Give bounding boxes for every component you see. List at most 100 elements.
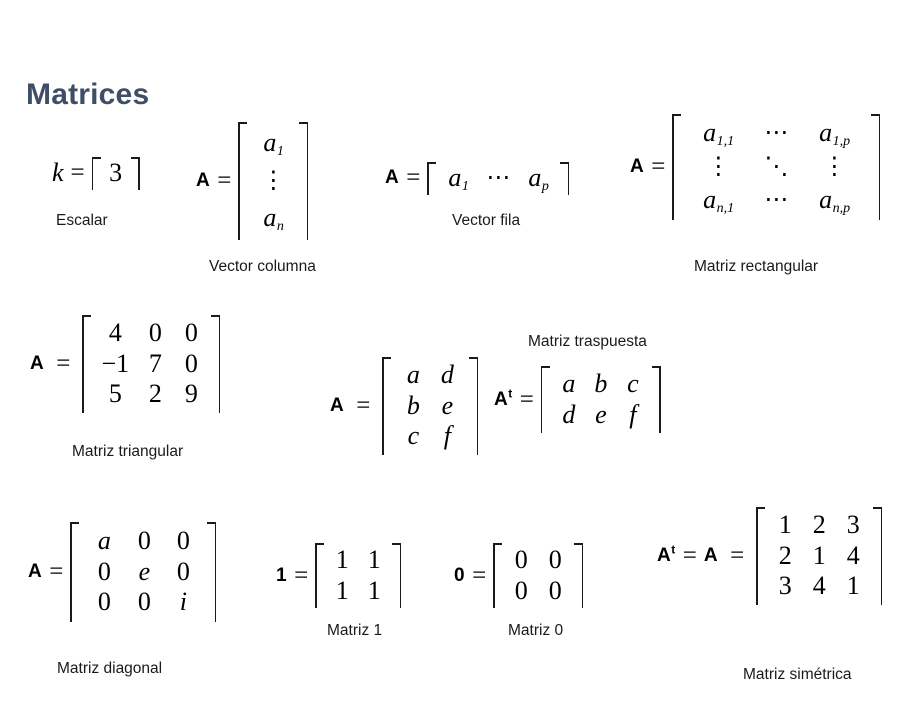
cell: e [138,556,151,586]
cell: 0 [137,587,151,617]
cell: ap [528,163,549,194]
symmetric-label-transpose: At [657,542,676,566]
zeros-matrix: 0 0 0 0 [493,541,584,610]
transpose-result-equals: = [519,385,534,413]
cell: 1 [846,571,860,601]
bracket-right-icon [392,543,402,609]
cell: 4 [846,540,860,570]
cell: 9 [184,379,198,409]
cell-diagonal-dots: ⋱ [764,153,789,180]
table-row: 3 4 1 [768,571,870,602]
cell: a1,p [819,118,851,149]
triangular-equals: = [56,350,71,377]
caption-matriz-triangular: Matriz triangular [72,443,184,460]
figure-transpose-result: At = a b c d e f [494,364,661,435]
cell: f [629,399,637,429]
cell: c [407,421,420,451]
cell: ⋮ [706,153,731,180]
cell: 7 [148,348,162,378]
zeros-equals: = [472,561,487,589]
bracket-left-icon [238,122,248,240]
bracket-left-icon [493,543,503,609]
table-row: b e [396,391,464,422]
table-row: 5 2 9 [94,379,208,410]
bracket-right-icon [299,122,309,240]
column-vector-label: A [196,169,211,191]
figure-scalar: k = 3 [52,155,140,192]
cell: 0 [97,556,111,586]
ones-matrix: 1 1 1 1 [315,541,402,610]
figure-symmetric: At = A = 1 2 3 2 1 4 3 4 1 [657,505,883,607]
transpose-result-label: At [494,386,513,410]
rectangular-matrix: a1,1 ⋯ a1,p ⋮ ⋱ ⋮ an,1 ⋯ an,p [672,112,881,222]
symmetric-equals-2: = [730,542,745,569]
cell: −1 [101,348,130,378]
zeros-rows: 0 0 0 0 [502,543,574,608]
row-vector-matrix: a1 ⋯ ap [427,160,570,197]
table-row: 0 0 [504,545,572,576]
cell: 0 [514,545,528,574]
figure-ones: 1 = 1 1 1 1 [276,541,402,610]
bracket-right-icon [211,315,221,414]
table-row: 0 e 0 [84,557,202,588]
cell: a1,1 [703,118,735,149]
cell: a [406,360,420,389]
triangular-label: A [30,353,45,374]
bracket-right-icon [560,162,570,195]
ones-label: 1 [276,564,288,586]
bracket-left-icon [756,507,766,606]
cell: 0 [548,545,562,574]
caption-escalar: Escalar [56,212,108,229]
caption-matriz-diagonal: Matriz diagonal [57,660,163,677]
bracket-left-icon [70,522,80,623]
cell: 4 [812,571,826,601]
table-row: −1 7 0 [94,349,208,380]
diagonal-label: A [28,561,43,582]
bracket-right-icon [469,357,479,456]
table-row: ⋮ [255,159,291,203]
cell: 1 [812,540,826,570]
cell: 0 [514,575,528,605]
table-row: 0 0 [504,576,572,607]
scalar-rows: 3 [101,157,131,190]
scalar-label: k [52,158,64,188]
bracket-left-icon [382,357,392,456]
figure-zeros: 0 = 0 0 0 0 [454,541,584,610]
transpose-result-matrix: a b c d e f [540,364,661,435]
caption-matriz-1: Matriz 1 [327,622,383,639]
table-row: a1 ⋯ ap [440,163,556,194]
cell: 3 [846,510,860,539]
cell-horizontal-dots: ⋯ [486,165,511,192]
cell: d [562,399,576,429]
triangular-rows: 4 0 0 −1 7 0 5 2 9 [91,315,211,413]
rectangular-label: A [630,155,645,177]
table-row: a1,1 ⋯ a1,p [687,118,865,149]
transpose-source-label: A [330,395,345,416]
column-vector-rows: a1 ⋮ an [247,122,299,240]
cell: a [97,526,111,555]
column-vector-matrix: a1 ⋮ an [238,120,309,242]
table-row: an,1 ⋯ an,p [687,185,865,216]
cell: f [443,421,451,451]
scalar-matrix: 3 [91,155,140,192]
cell: c [627,369,639,398]
cell: 0 [184,318,198,347]
bracket-right-icon [207,522,217,623]
cell: 3 [778,571,792,601]
cell: ⋯ [764,187,789,214]
table-row: 1 2 3 [768,510,870,541]
cell: ⋮ [822,153,847,180]
bracket-left-icon [540,366,550,434]
cell: 0 [97,587,111,617]
symmetric-label-a: A [703,545,719,566]
cell: 2 [778,540,792,570]
transpose-result-rows: a b c d e f [550,366,652,433]
bracket-left-icon [427,162,437,195]
table-row: d e f [553,400,649,431]
cell: a1 [448,163,469,194]
diagonal-rows: a 0 0 0 e 0 0 0 i [79,522,207,622]
cell: ⋯ [764,120,789,147]
triangular-matrix: 4 0 0 −1 7 0 5 2 9 [82,313,221,415]
table-row: c f [396,421,464,452]
figure-triangular: A = 4 0 0 −1 7 0 5 2 9 [30,313,221,415]
